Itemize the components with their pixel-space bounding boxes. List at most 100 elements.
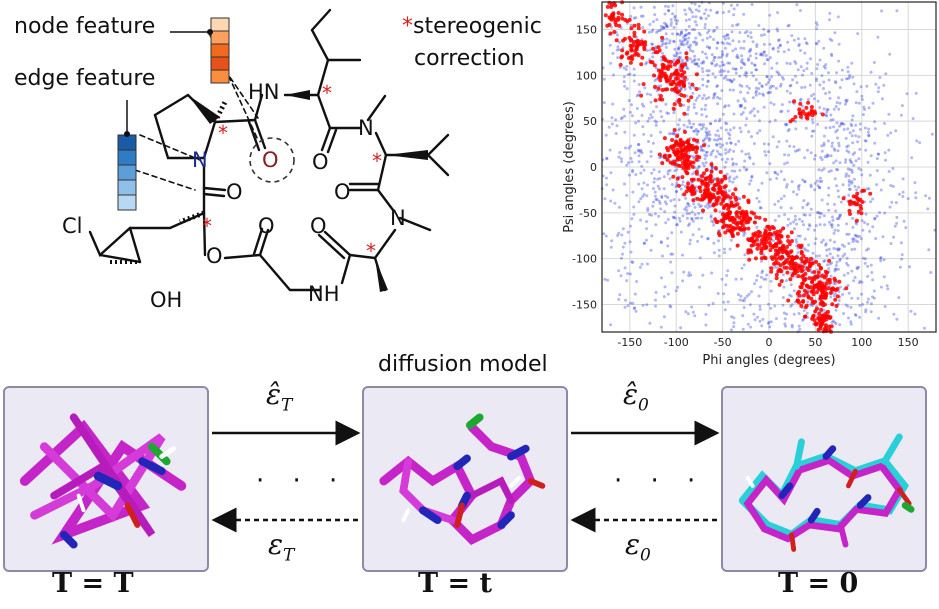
scatter-point [818,186,821,189]
scatter-point [726,269,730,273]
scatter-point [659,84,663,88]
scatter-point [792,38,796,42]
scatter-point [846,65,850,69]
scatter-point [734,47,738,51]
scatter-point [740,266,744,270]
scatter-point [614,38,619,43]
scatter-point [739,104,743,108]
scatter-point [768,162,772,166]
scatter-point [715,191,720,195]
scatter-point [923,326,926,330]
scatter-point [715,63,719,66]
scatter-point [631,301,635,305]
scatter-point [783,153,787,157]
scatter-point [846,70,850,74]
scatter-point [773,265,777,269]
scatter-point [773,170,777,174]
scatter-point [779,197,783,201]
scatter-point [674,82,679,87]
scatter-point [628,110,632,114]
scatter-point [704,130,708,134]
scatter-point [637,119,640,123]
scatter-point [671,252,675,256]
scatter-point [828,37,832,41]
scatter-point [669,260,673,264]
scatter-point [767,320,771,324]
scatter-point [636,93,640,97]
scatter-point [800,86,804,89]
scatter-point [641,125,645,129]
scatter-point [648,321,652,325]
scatter-point [623,305,627,309]
scatter-point [873,120,877,124]
scatter-point [835,184,839,188]
scatter-point [749,31,753,35]
scatter-point [742,306,746,309]
scatter-point [839,200,843,204]
scatter-point [837,247,841,251]
scatter-point [693,40,697,44]
scatter-point [749,179,753,183]
scatter-point [702,60,705,63]
scatter-point [646,183,649,187]
scatter-point [833,148,837,152]
scatter-point [701,273,705,277]
scatter-point [639,148,643,152]
scatter-point [861,303,864,306]
scatter-point [665,157,670,162]
scatter-point [719,73,723,77]
scatter-point [760,324,764,328]
scatter-point [632,79,636,83]
scatter-point [760,238,764,242]
scatter-point [768,13,772,17]
scatter-point [831,218,835,222]
stereo-star: * [372,149,382,173]
scatter-point [716,149,719,153]
scatter-point [792,190,795,194]
scatter-point [748,216,753,221]
scatter-point [686,201,690,205]
scatter-point [694,15,698,19]
scatter-point [636,53,641,58]
scatter-point [637,154,641,158]
scatter-point [860,98,864,101]
scatter-point [727,10,731,13]
scatter-point [816,270,821,275]
scatter-point [729,238,733,242]
scatter-point [673,204,677,208]
scatter-point [676,47,680,50]
scatter-point [740,58,744,62]
scatter-point [892,235,896,239]
atom-oh: OH [150,288,183,312]
scatter-point [860,200,865,204]
scatter-point [684,196,688,200]
scatter-point [837,195,841,199]
scatter-point [610,239,614,243]
scatter-point [668,82,673,87]
scatter-point [761,92,765,96]
scatter-point [629,224,632,228]
scatter-point [739,130,743,134]
scatter-point [671,79,676,84]
scatter-point [789,283,793,287]
scatter-point [819,307,824,312]
scatter-point [691,91,695,95]
scatter-point [915,139,919,143]
scatter-point [744,168,748,172]
scatter-point [679,32,683,36]
scatter-point [704,204,707,208]
scatter-point [702,93,706,97]
scatter-point [857,265,861,269]
scatter-point [755,68,759,72]
scatter-point [650,42,654,46]
scatter-point [635,280,639,283]
scatter-point [873,217,877,221]
scatter-point [750,175,754,179]
atom-n-methyl-1: N [358,116,374,140]
scatter-point [687,81,691,85]
scatter-point [625,87,629,91]
scatter-point [796,234,800,238]
scatter-point [727,189,731,193]
scatter-point [649,93,652,97]
scatter-point [712,223,716,227]
